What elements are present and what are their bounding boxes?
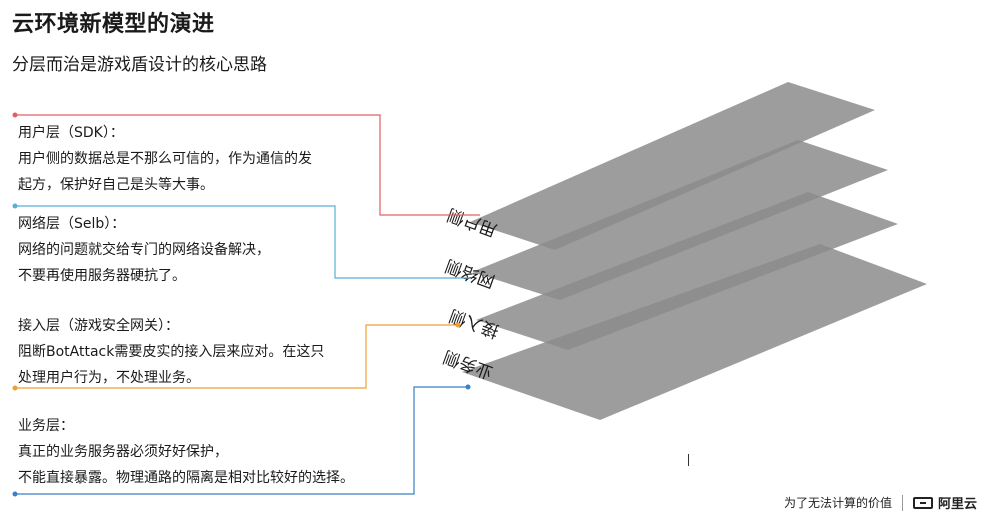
business-layer-connector-dot bbox=[12, 491, 18, 497]
aliyun-logo-icon bbox=[912, 496, 933, 509]
access-layer-heading: 接入层（游戏安全网关）： bbox=[18, 318, 179, 334]
business-layer-plane bbox=[462, 244, 927, 420]
access-layer-label: 接入侧 bbox=[447, 305, 502, 341]
network-layer-line-2: 不要再使用服务器硬抗了。 bbox=[18, 268, 186, 284]
user-layer-plane bbox=[470, 82, 875, 250]
business-layer-line-1: 真正的业务服务器必须好好保护， bbox=[18, 444, 228, 460]
user-layer-line-2: 起方，保护好自己是头等大事。 bbox=[18, 177, 214, 193]
network-layer-heading: 网络层（Selb）： bbox=[18, 216, 126, 232]
business-layer-description: 业务层： 真正的业务服务器必须好好保护， 不能直接暴露。物理通路的隔离是相对比较… bbox=[18, 413, 354, 491]
access-layer-connector-end bbox=[455, 322, 461, 328]
brand-name: 阿里云 bbox=[937, 497, 977, 512]
footer-divider bbox=[901, 494, 903, 511]
business-layer-heading: 业务层： bbox=[18, 418, 74, 434]
footer-slogan: 为了无法计算的价值 bbox=[783, 496, 892, 510]
access-layer-description: 接入层（游戏安全网关）： 阻断BotAttack需要皮实的接入层来应对。在这只 … bbox=[18, 313, 324, 391]
user-layer-line-1: 用户侧的数据总是不那么可信的，作为通信的发 bbox=[18, 151, 312, 167]
network-layer-line-1: 网络的问题就交给专门的网络设备解决， bbox=[18, 242, 270, 258]
user-layer-heading: 用户层（SDK）： bbox=[18, 125, 124, 141]
footer: 为了无法计算的价值 阿里云 bbox=[784, 493, 977, 512]
slide-subtitle: 分层而治是游戏盾设计的核心思路 bbox=[12, 55, 267, 75]
text-cursor bbox=[688, 454, 689, 466]
access-layer-plane bbox=[476, 192, 898, 350]
network-layer-connector-dot bbox=[12, 203, 18, 209]
network-layer-description: 网络层（Selb）： 网络的问题就交给专门的网络设备解决， 不要再使用服务器硬抗… bbox=[18, 211, 270, 289]
access-layer-line-2: 处理用户行为，不处理业务。 bbox=[18, 370, 200, 386]
business-layer-label: 业务侧 bbox=[441, 346, 496, 382]
network-layer-label: 网络侧 bbox=[443, 255, 498, 291]
user-layer-connector-dot bbox=[12, 112, 18, 118]
access-layer-connector-dot bbox=[12, 385, 18, 391]
slide-title: 云环境新模型的演进 bbox=[12, 12, 215, 37]
network-layer-plane bbox=[472, 140, 888, 300]
user-layer-description: 用户层（SDK）： 用户侧的数据总是不那么可信的，作为通信的发 起方，保护好自己… bbox=[18, 120, 312, 198]
business-layer-connector-end bbox=[465, 384, 471, 390]
business-layer-line-2: 不能直接暴露。物理通路的隔离是相对比较好的选择。 bbox=[18, 470, 354, 486]
user-layer-label: 用户侧 bbox=[445, 204, 500, 240]
access-layer-line-1: 阻断BotAttack需要皮实的接入层来应对。在这只 bbox=[18, 344, 325, 360]
brand-logo: 阿里云 bbox=[912, 493, 977, 512]
